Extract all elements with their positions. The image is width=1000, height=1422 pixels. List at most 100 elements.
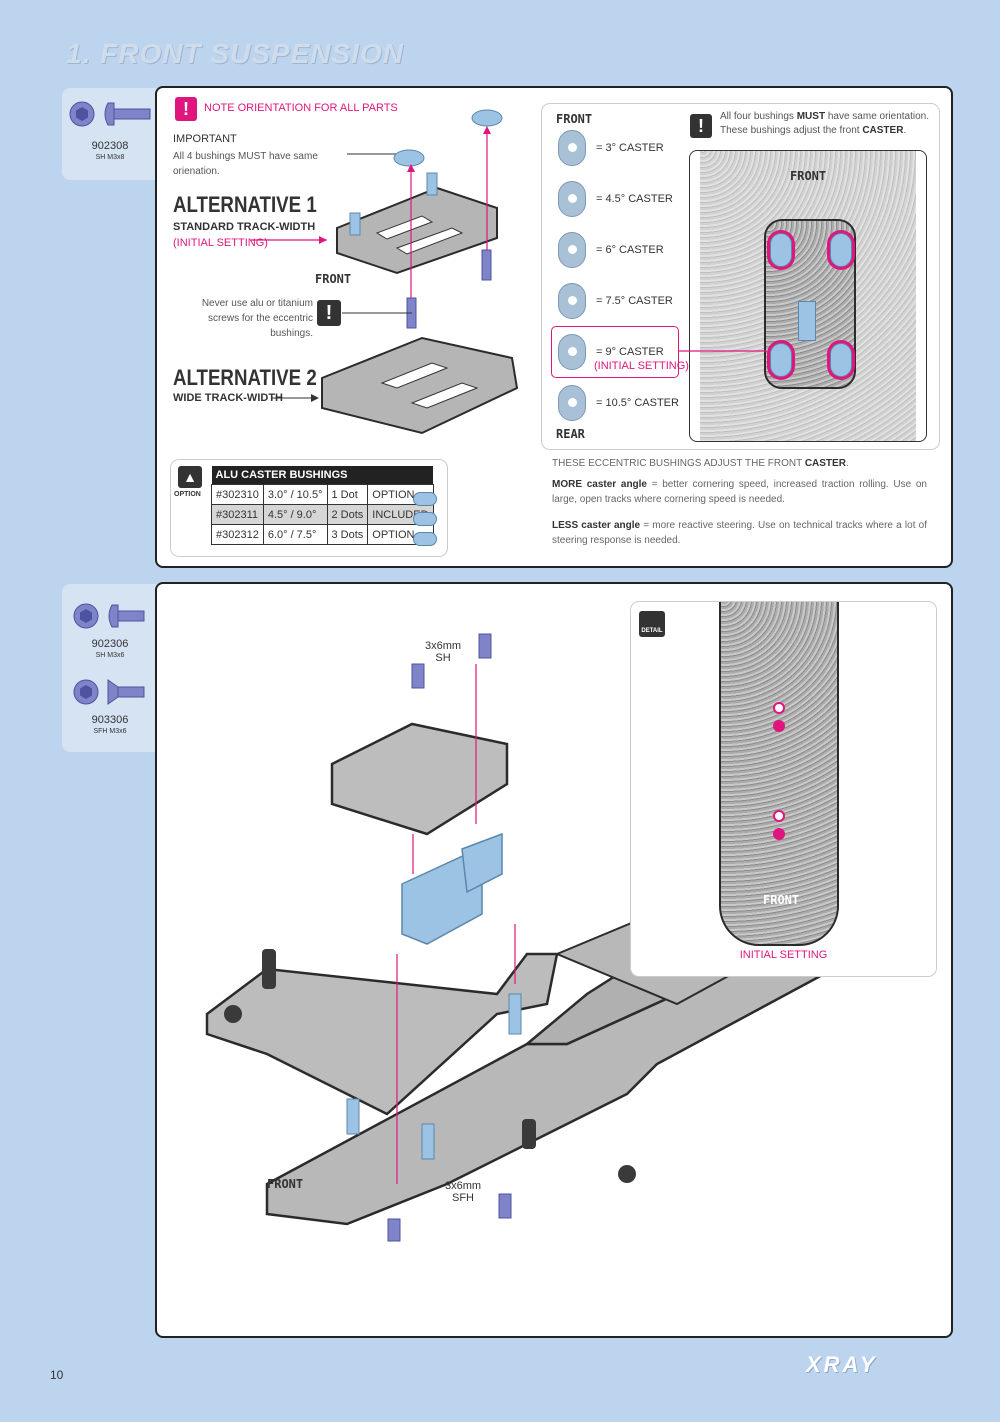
top-screw-size: 3x6mm (424, 640, 462, 652)
part-desc: SH M3x6 (95, 652, 125, 659)
initial-setting-highlight (551, 326, 679, 378)
page-number: 10 (50, 1368, 64, 1382)
caster-option: = 3° CASTER (596, 142, 664, 154)
alt1-title: ALTERNATIVE 1 (173, 192, 317, 217)
explain-prefix: THESE ECCENTRIC BUSHINGS ADJUST THE FRON… (552, 458, 805, 469)
caster-warning-must: MUST (796, 111, 826, 122)
alt2-title: ALTERNATIVE 2 (173, 365, 317, 390)
top-screw-type: SH (435, 652, 451, 664)
button-head-screw-icon (73, 603, 145, 629)
caster-option: = 4.5° CASTER (596, 193, 673, 205)
bushing-icon (413, 492, 437, 506)
caster-warning-text: have same orientation. These bushings ad… (720, 111, 930, 136)
bottom-screw-type: SFH (452, 1192, 474, 1204)
table-cell: 1 Dot (326, 484, 369, 505)
table-cell: 2 Dots (326, 504, 369, 525)
bushing-icon (413, 512, 437, 526)
caster-bushing (770, 233, 792, 267)
part-number: 902308 (91, 140, 129, 152)
step2-panel: 3x6mm SH 3x6mm SFH (155, 582, 953, 1338)
table-cell: #302310 (211, 484, 264, 505)
more-bold: MORE caster angle (552, 479, 647, 490)
hole-option (773, 810, 785, 822)
caster-warning-text: All four bushings (720, 111, 797, 122)
table-cell: 3.0° / 10.5° (262, 484, 328, 505)
never-use-note: Never use alu or titanium screws for the… (201, 298, 313, 339)
more-caster-text: MORE caster angle = better cornering spe… (552, 477, 927, 507)
caster-option: = 7.5° CASTER (596, 295, 673, 307)
alt1-note: (INITIAL SETTING) (173, 237, 268, 249)
caster-bushing-icon (558, 130, 586, 166)
caster-rear-label: REAR (556, 427, 585, 441)
hole-selected (773, 720, 785, 732)
detail-magnifier-icon: DETAIL (639, 611, 665, 637)
caster-bushing (770, 343, 792, 377)
bushing-icon (413, 532, 437, 546)
caster-bushing-icon (558, 385, 586, 421)
table-row: #302310 3.0° / 10.5° 1 Dot OPTION (211, 484, 434, 505)
hole-selected (773, 828, 785, 840)
detail-front-label: FRONT (790, 169, 827, 183)
alt2-plate-drawing (321, 336, 519, 435)
exclamation-icon: ! (690, 114, 712, 138)
highlight-pointer (679, 350, 767, 352)
part-desc: SFH M3x6 (93, 728, 127, 735)
button-head-screw-icon (69, 101, 151, 127)
bushing-table: ALU CASTER BUSHINGS #302310 3.0° / 10.5°… (211, 466, 434, 545)
explain-bold: CASTER (804, 458, 846, 469)
parts-tab-step1: 902308 SH M3x8 (62, 88, 158, 180)
center-slot (798, 301, 816, 341)
bushing-icons (413, 492, 437, 546)
important-text: All 4 bushings MUST have same orienation… (173, 151, 318, 177)
hole-option (773, 702, 785, 714)
caster-bushing (830, 233, 852, 267)
less-text: = more reactive steering. Use on technic… (552, 520, 928, 546)
exclamation-icon: ! (317, 300, 341, 326)
explain-end: . (845, 458, 849, 469)
alt2-arrow (271, 394, 319, 402)
pointer-line (342, 312, 412, 314)
table-cell: 6.0° / 7.5° (262, 524, 328, 545)
more-text: = better cornering speed, increased trac… (552, 479, 927, 505)
detail-chassis-plate (719, 602, 839, 946)
exclamation-icon: ! (175, 97, 197, 121)
top-screw-label: 3x6mm SH (413, 640, 473, 664)
caster-option: = 9° CASTER (596, 346, 664, 358)
table-header: ALU CASTER BUSHINGS (211, 466, 434, 485)
parts-tab-step2: 902306 SH M3x6 903306 SFH M3x6 (62, 584, 158, 752)
table-row: #302312 6.0° / 7.5° 3 Dots OPTION (211, 524, 434, 545)
caster-box: FRONT = 3° CASTER = 4.5° CASTER = 6° CAS… (542, 104, 939, 449)
less-bold: LESS caster angle (552, 520, 641, 531)
xray-logo: XRAY (806, 1352, 878, 1377)
important-title: IMPORTANT (173, 133, 237, 145)
initial-setting-label: INITIAL SETTING (739, 949, 828, 961)
thumbs-up-icon: ▲ (178, 466, 202, 488)
note-orientation: NOTE ORIENTATION FOR ALL PARTS (204, 102, 398, 114)
alt1-subtitle: STANDARD TRACK-WIDTH (173, 221, 316, 233)
detail-front-label: FRONT (763, 893, 800, 907)
caster-bushing-icon (558, 283, 586, 319)
hole-row (773, 702, 785, 862)
detail-label: DETAIL (641, 628, 663, 634)
table-cell: #302312 (211, 524, 264, 545)
table-cell: 4.5° / 9.0° (262, 504, 328, 525)
detail-box: DETAIL FRONT INITIAL SETTING (631, 602, 936, 976)
front-label: FRONT (267, 1177, 304, 1191)
flat-head-screw-icon (73, 679, 145, 705)
caster-bushing-icon (558, 232, 586, 268)
caster-warning: All four bushings MUST have same orienta… (720, 110, 930, 138)
part-number: 903306 (91, 714, 129, 726)
caster-option: = 6° CASTER (596, 244, 664, 256)
step1-panel: ! NOTE ORIENTATION FOR ALL PARTS IMPORTA… (155, 86, 953, 568)
alt2-subtitle: WIDE TRACK-WIDTH (173, 392, 283, 404)
table-cell: 3 Dots (326, 524, 369, 545)
caster-option: = 10.5° CASTER (596, 397, 679, 409)
explain-text: THESE ECCENTRIC BUSHINGS ADJUST THE FRON… (552, 456, 849, 471)
table-row: #302311 4.5° / 9.0° 2 Dots INCLUDED (211, 504, 434, 525)
option-label: OPTION (174, 491, 201, 498)
caster-front-label: FRONT (556, 112, 593, 126)
bottom-screw-size: 3x6mm (444, 1180, 482, 1192)
alt1-exploded-drawing (251, 109, 503, 329)
caster-bushing-icon (558, 181, 586, 217)
option-box: ▲ OPTION ALU CASTER BUSHINGS #302310 3.0… (171, 460, 447, 556)
